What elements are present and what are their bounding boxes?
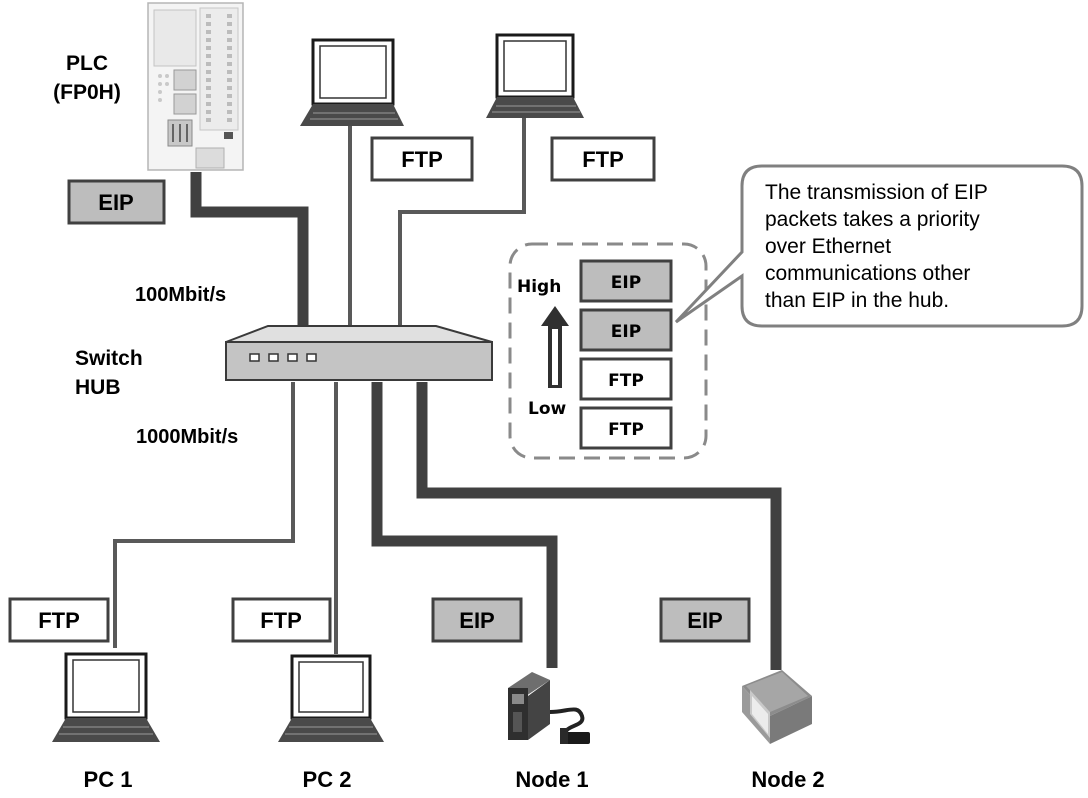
node2-eip-tag: EIP xyxy=(659,597,751,643)
svg-text:FTP: FTP xyxy=(401,147,443,172)
node1-eip-tag: EIP xyxy=(431,597,523,643)
speed-100-label: 100Mbit/s xyxy=(135,284,226,306)
queue-slot-1: EIP xyxy=(579,259,673,303)
pc1-cable xyxy=(113,382,295,648)
pc1-label: PC 1 xyxy=(84,767,133,792)
plc-cable xyxy=(190,172,309,326)
laptop-top-1-icon xyxy=(300,38,404,126)
node2-label: Node 2 xyxy=(751,767,824,792)
plc-label-line1: PLC xyxy=(66,52,108,75)
switch-label-line2: HUB xyxy=(75,376,121,399)
laptop-top-1-ftp-tag: FTP xyxy=(370,136,474,182)
switch-hub-icon xyxy=(225,325,493,381)
svg-text:EIP: EIP xyxy=(459,608,494,633)
callout-line-1: The transmission of EIP xyxy=(765,181,988,204)
svg-text:FTP: FTP xyxy=(582,147,624,172)
priority-arrow-icon xyxy=(541,306,569,388)
svg-text:FTP: FTP xyxy=(608,371,644,391)
node1-servo-icon xyxy=(508,672,590,744)
queue-slot-3: FTP xyxy=(579,357,673,401)
pc2-laptop-icon xyxy=(278,654,384,742)
laptop-top-2-cable xyxy=(398,118,526,326)
node2-panel-icon xyxy=(742,670,812,744)
cables xyxy=(113,118,782,670)
plc-device-icon xyxy=(147,2,244,171)
node2-cable xyxy=(416,382,782,670)
svg-text:EIP: EIP xyxy=(611,273,641,293)
svg-text:EIP: EIP xyxy=(611,322,641,342)
plc-eip-tag: EIP xyxy=(67,179,166,225)
pc1-ftp-tag: FTP xyxy=(8,597,110,643)
node1-cable xyxy=(371,382,558,668)
priority-high-label: High xyxy=(517,277,561,297)
speed-1000-label: 1000Mbit/s xyxy=(136,426,238,448)
queue-slot-2: EIP xyxy=(579,308,673,352)
callout-bubble: The transmission of EIP packets takes a … xyxy=(674,164,1084,328)
svg-text:EIP: EIP xyxy=(687,608,722,633)
callout-line-5: than EIP in the hub. xyxy=(765,289,949,312)
node1-label: Node 1 xyxy=(515,767,588,792)
callout-line-3: over Ethernet xyxy=(765,235,891,258)
laptop-top-2-icon xyxy=(486,33,584,118)
priority-queue: High Low EIP EIP FTP FTP xyxy=(508,242,708,460)
callout-line-2: packets takes a priority xyxy=(765,208,980,231)
switch-label-line1: Switch xyxy=(75,347,143,370)
pc2-label: PC 2 xyxy=(303,767,352,792)
pc2-ftp-tag: FTP xyxy=(231,597,332,643)
queue-slot-4: FTP xyxy=(579,406,673,450)
laptop-top-2-ftp-tag: FTP xyxy=(550,136,656,182)
svg-text:FTP: FTP xyxy=(38,608,80,633)
plc-label-line2: (FP0H) xyxy=(53,81,121,104)
svg-text:FTP: FTP xyxy=(608,420,644,440)
pc1-laptop-icon xyxy=(52,652,160,742)
priority-low-label: Low xyxy=(528,399,567,419)
svg-text:FTP: FTP xyxy=(260,608,302,633)
svg-text:EIP: EIP xyxy=(98,190,133,215)
callout-line-4: communications other xyxy=(765,262,970,285)
